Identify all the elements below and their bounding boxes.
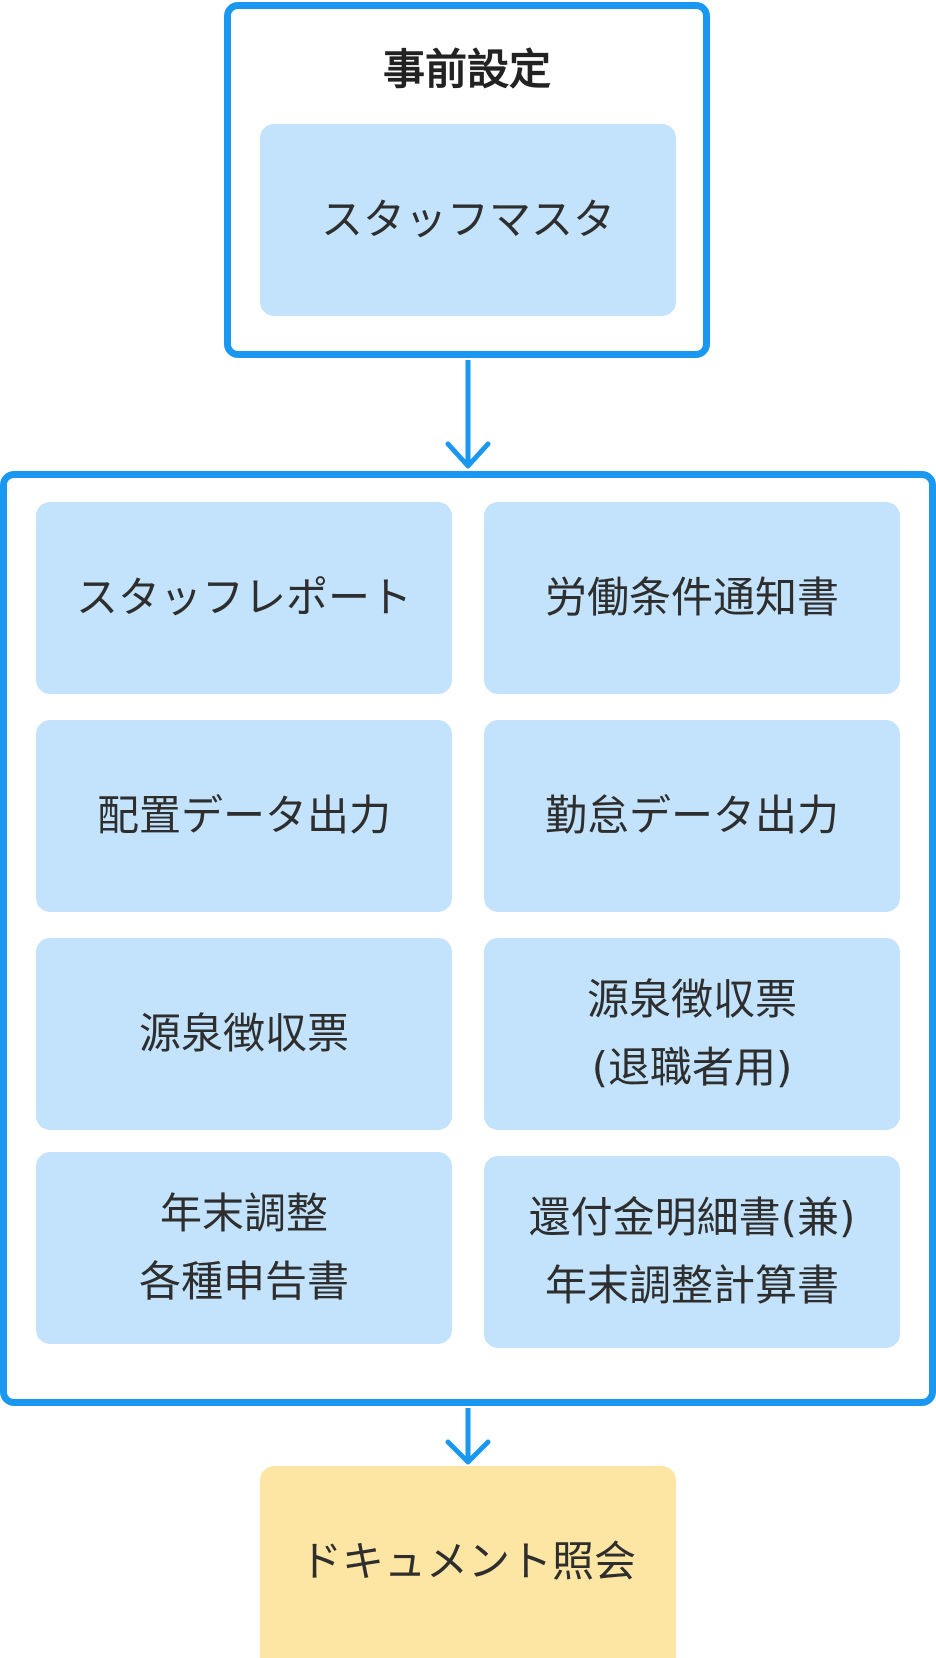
node-labor-conditions-notice: 労働条件通知書 — [484, 502, 900, 694]
arrow-to-document-view — [445, 1408, 491, 1465]
node-document-view: ドキュメント照会 — [260, 1466, 676, 1658]
node-withholding-slip-retired: 源泉徴収票 (退職者用) — [484, 938, 900, 1130]
node-year-end-adjustment-forms: 年末調整 各種申告書 — [36, 1152, 452, 1344]
node-placement-data-export: 配置データ出力 — [36, 720, 452, 912]
node-refund-statement: 還付金明細書(兼) 年末調整計算書 — [484, 1156, 900, 1348]
pre-settings-title: 事前設定 — [382, 45, 551, 94]
node-withholding-slip: 源泉徴収票 — [36, 938, 452, 1130]
node-staff-master: スタッフマスタ — [260, 124, 676, 316]
arrow-to-documents — [445, 360, 491, 469]
node-staff-report: スタッフレポート — [36, 502, 452, 694]
node-attendance-data-export: 勤怠データ出力 — [484, 720, 900, 912]
